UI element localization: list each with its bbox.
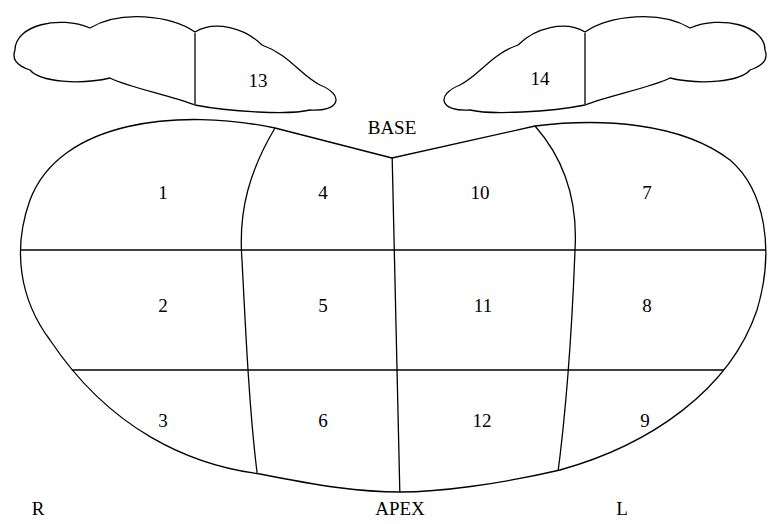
right-lobe <box>444 17 766 113</box>
region-number: 7 <box>642 183 652 202</box>
lobe-number: 13 <box>249 71 268 90</box>
lobe-number: 14 <box>531 69 550 88</box>
region-number: 10 <box>471 183 490 202</box>
region-number: 11 <box>474 296 492 315</box>
region-number: 8 <box>642 296 652 315</box>
region-number: 5 <box>318 296 328 315</box>
orientation-label: BASE <box>368 118 417 137</box>
heart-outline <box>20 120 765 492</box>
region-number: 9 <box>640 411 650 430</box>
region-number: 12 <box>473 411 492 430</box>
region-dividers <box>0 126 771 500</box>
region-number: 1 <box>158 183 168 202</box>
region-number: 2 <box>158 296 168 315</box>
orientation-label: R <box>32 499 45 518</box>
left-lobe <box>14 17 336 113</box>
region-number: 6 <box>318 411 328 430</box>
orientation-label: APEX <box>375 499 425 518</box>
region-number: 4 <box>318 183 328 202</box>
region-number: 3 <box>158 411 168 430</box>
orientation-label: L <box>616 499 628 518</box>
